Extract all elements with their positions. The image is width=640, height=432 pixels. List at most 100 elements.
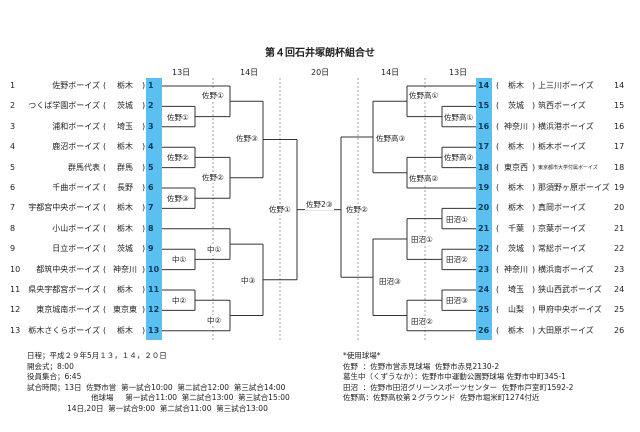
team-name: 大田原ボーイズ [538,325,594,335]
paren: ) [142,101,146,111]
team-name: 栃木ボーイズ [538,142,586,152]
paren: ) [142,162,146,172]
team-number: 6 [10,183,16,192]
paren: ) [532,285,536,294]
team-number: 18 [614,162,625,172]
team-name: 東京城南ボーイズ [36,305,100,315]
team-name: 千曲ボーイズ [52,183,100,192]
team-name: 甲府中央ボーイズ [538,305,602,315]
paren: ( [496,285,500,294]
paren: ) [142,203,146,213]
match-result: 佐野高② [408,173,440,184]
paren: ) [532,101,536,111]
seed-number: 21 [478,223,490,233]
team-name: 都筑中央ボーイズ [36,264,100,274]
team-number: 11 [10,285,21,294]
seed-number: 18 [478,162,490,172]
paren: ( [103,81,107,90]
team-number: 14 [614,81,625,90]
schedule-info: 日程；平成２９年5月１３，１４，２０日 開会式；8:00 役員集合；6:45 試… [27,351,290,414]
team-name: 上三川ボーイズ [538,81,594,90]
paren: ( [496,162,500,172]
team-name: 筑西ボーイズ [538,101,586,111]
team-name: 日立ボーイズ [52,244,100,254]
team-prefecture: 神奈川 [504,121,528,131]
venue-line: 葛生中（くずうなか）：佐野市中運動公園野球場 佐野市中町345-1 [343,372,566,381]
seed-number: 25 [478,305,490,315]
paren: ( [496,81,500,90]
team-number: 20 [614,203,625,213]
seed-number: 16 [478,121,490,131]
team-number: 12 [10,305,21,315]
venue-line: 佐野高：佐野高校第２グラウンド 佐野市堀米町1274付近 [343,393,540,402]
team-name: 浦和ボーイズ [52,121,100,131]
match-result: 佐野② [201,172,225,183]
paren: ) [532,142,536,152]
team-prefecture: 栃木 [117,81,133,90]
team-prefecture: 栃木 [508,142,524,152]
team-number: 23 [614,264,625,274]
venue-line: 佐野 ：佐野市営赤見球場 佐野市赤見2130-2 [343,361,500,371]
team-name: 狭山西武ボーイズ [538,285,602,294]
seed-number: 23 [478,264,490,274]
team-prefecture: 栃木 [508,183,524,192]
team-prefecture: 栃木 [117,203,133,213]
team-prefecture: 栃木 [117,285,133,294]
seed-number: 24 [478,285,490,294]
paren: ( [103,325,107,335]
paren: ) [142,244,146,254]
team-name: 那須野ヶ原ボーイズ [538,183,610,192]
seed-number: 3 [148,121,154,131]
team-name: 常総ボーイズ [538,244,586,254]
schedule-line: 14日,20日 第一試合9:00 第二試合11:00 第三試合13:00 [67,403,268,413]
team-name: 京葉ボーイズ [538,223,586,233]
venue-info: *使用球場* 佐野 ：佐野市営赤見球場 佐野市赤見2130-2 葛生中（くずうな… [343,351,573,404]
team-prefecture: 栃木 [117,325,133,335]
paren: ) [142,121,146,131]
seed-number: 1 [148,81,154,90]
match-result: 佐野① [268,204,292,215]
schedule-line: 日程；平成２９年5月１３，１４，２０日 [27,351,167,360]
paren: ) [532,183,536,192]
match-result: 佐野③ [235,133,259,144]
day-header: 14日 [381,68,400,77]
seed-number: 10 [148,264,160,274]
team-name: 県央宇都宮ボーイズ [28,285,100,294]
match-result: 中① [206,244,223,255]
seed-number: 4 [148,142,154,152]
paren: ( [103,264,107,274]
paren: ) [142,285,146,294]
team-prefecture: 栃木 [117,142,133,152]
paren: ) [532,325,536,335]
seed-number: 15 [478,101,490,111]
paren: ) [142,325,146,335]
seed-number: 11 [148,285,160,294]
team-number: 19 [614,183,625,192]
match-result: 中② [206,315,223,326]
day-header: 13日 [449,68,468,77]
schedule-line: 役員集合；6:45 [27,372,82,381]
match-result: 中① [171,254,188,265]
paren: ( [496,121,500,131]
day-header: 20日 [311,68,330,77]
team-prefecture: 埼玉 [117,121,133,131]
team-number: 22 [614,244,625,254]
match-result: 佐野③ [166,193,190,204]
paren: ) [142,305,146,315]
team-name: 佐野ボーイズ [52,81,100,90]
team-prefecture: 栃木 [508,203,524,213]
team-prefecture: 神奈川 [504,264,528,274]
team-prefecture: 長野 [117,183,133,192]
final-result: 佐野2③ [305,199,334,210]
paren: ( [103,121,107,131]
match-result: 田沼② [410,316,434,327]
match-result: 田沼② [445,254,469,265]
team-name: 真岡ボーイズ [538,203,586,213]
team-prefecture: 栃木 [508,81,524,90]
team-number: 21 [614,223,625,233]
team-prefecture: 東京東 [113,305,137,315]
team-number: 13 [10,325,21,335]
paren: ) [532,162,536,172]
team-name: 鹿沼ボーイズ [52,142,100,152]
seed-number: 20 [478,203,490,213]
